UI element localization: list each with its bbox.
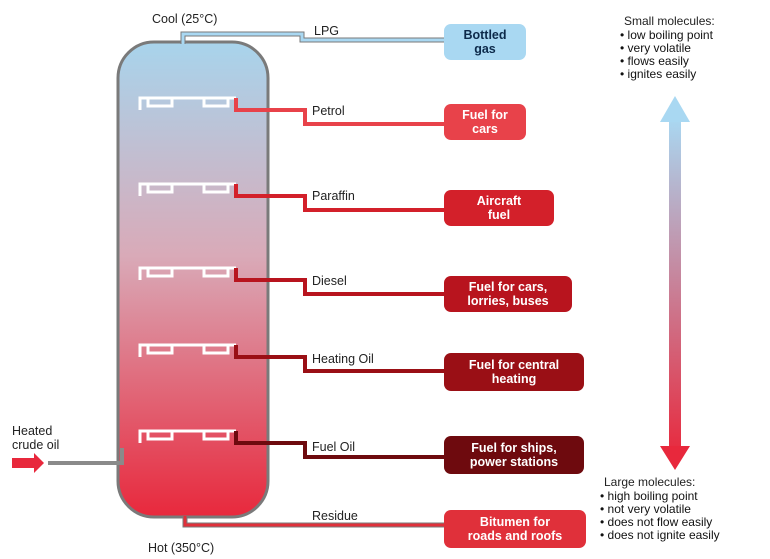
top-temperature-label: Cool (25°C) — [152, 12, 218, 26]
molecule-size-arrow-up — [660, 96, 690, 122]
tray-outlet-heating-oil — [234, 345, 268, 359]
tray-outlet-petrol — [234, 98, 268, 112]
use-pill-fuel-oil: Fuel for ships, power stations — [444, 436, 584, 474]
small-molecules-point: ignites easily — [620, 68, 713, 81]
fraction-label-petrol: Petrol — [312, 104, 345, 118]
use-pill-paraffin: Aircraft fuel — [444, 190, 554, 226]
large-molecules-point: does not flow easily — [600, 516, 720, 529]
fraction-label-heating-oil: Heating Oil — [312, 352, 374, 366]
tray-paraffin — [138, 182, 236, 196]
small-molecules-point: very volatile — [620, 42, 713, 55]
molecule-size-arrow-shaft — [669, 118, 681, 458]
use-pill-diesel: Fuel for cars, lorries, buses — [444, 276, 572, 312]
crude-oil-input-arrow — [12, 453, 44, 473]
use-pill-petrol: Fuel for cars — [444, 104, 526, 140]
use-pill-lpg: Bottled gas — [444, 24, 526, 60]
tray-diesel — [138, 266, 236, 280]
tray-fuel-oil — [138, 429, 236, 443]
large-molecules-point: does not ignite easily — [600, 529, 720, 542]
fraction-label-fuel-oil: Fuel Oil — [312, 440, 356, 454]
tray-outlet-paraffin — [234, 184, 268, 198]
tray-heating-oil — [138, 343, 236, 357]
crude-oil-input-pipe — [48, 448, 124, 465]
small-molecules-point: low boiling point — [620, 29, 713, 42]
large-molecules-heading: Large molecules: — [604, 475, 696, 489]
tray-outlet-diesel — [234, 268, 268, 282]
use-pill-residue: Bitumen for roads and roofs — [444, 510, 586, 548]
large-molecules-point: high boiling point — [600, 490, 720, 503]
small-molecules-heading: Small molecules: — [624, 14, 715, 28]
tray-petrol — [138, 96, 236, 110]
fraction-label-diesel: Diesel — [312, 274, 347, 288]
use-pill-heating-oil: Fuel for central heating — [444, 353, 584, 391]
small-molecules-points: low boiling pointvery volatileflows easi… — [620, 29, 713, 81]
large-molecules-point: not very volatile — [600, 503, 720, 516]
molecule-size-arrow-down — [660, 446, 690, 470]
large-molecules-points: high boiling pointnot very volatiledoes … — [600, 490, 720, 542]
small-molecules-point: flows easily — [620, 55, 713, 68]
bottom-temperature-label: Hot (350°C) — [148, 541, 215, 555]
tray-outlet-fuel-oil — [234, 431, 268, 445]
crude-oil-label: Heated crude oil — [12, 424, 60, 452]
fraction-label-residue: Residue — [312, 509, 358, 523]
fraction-label-lpg: LPG — [314, 24, 340, 38]
fraction-label-paraffin: Paraffin — [312, 189, 355, 203]
